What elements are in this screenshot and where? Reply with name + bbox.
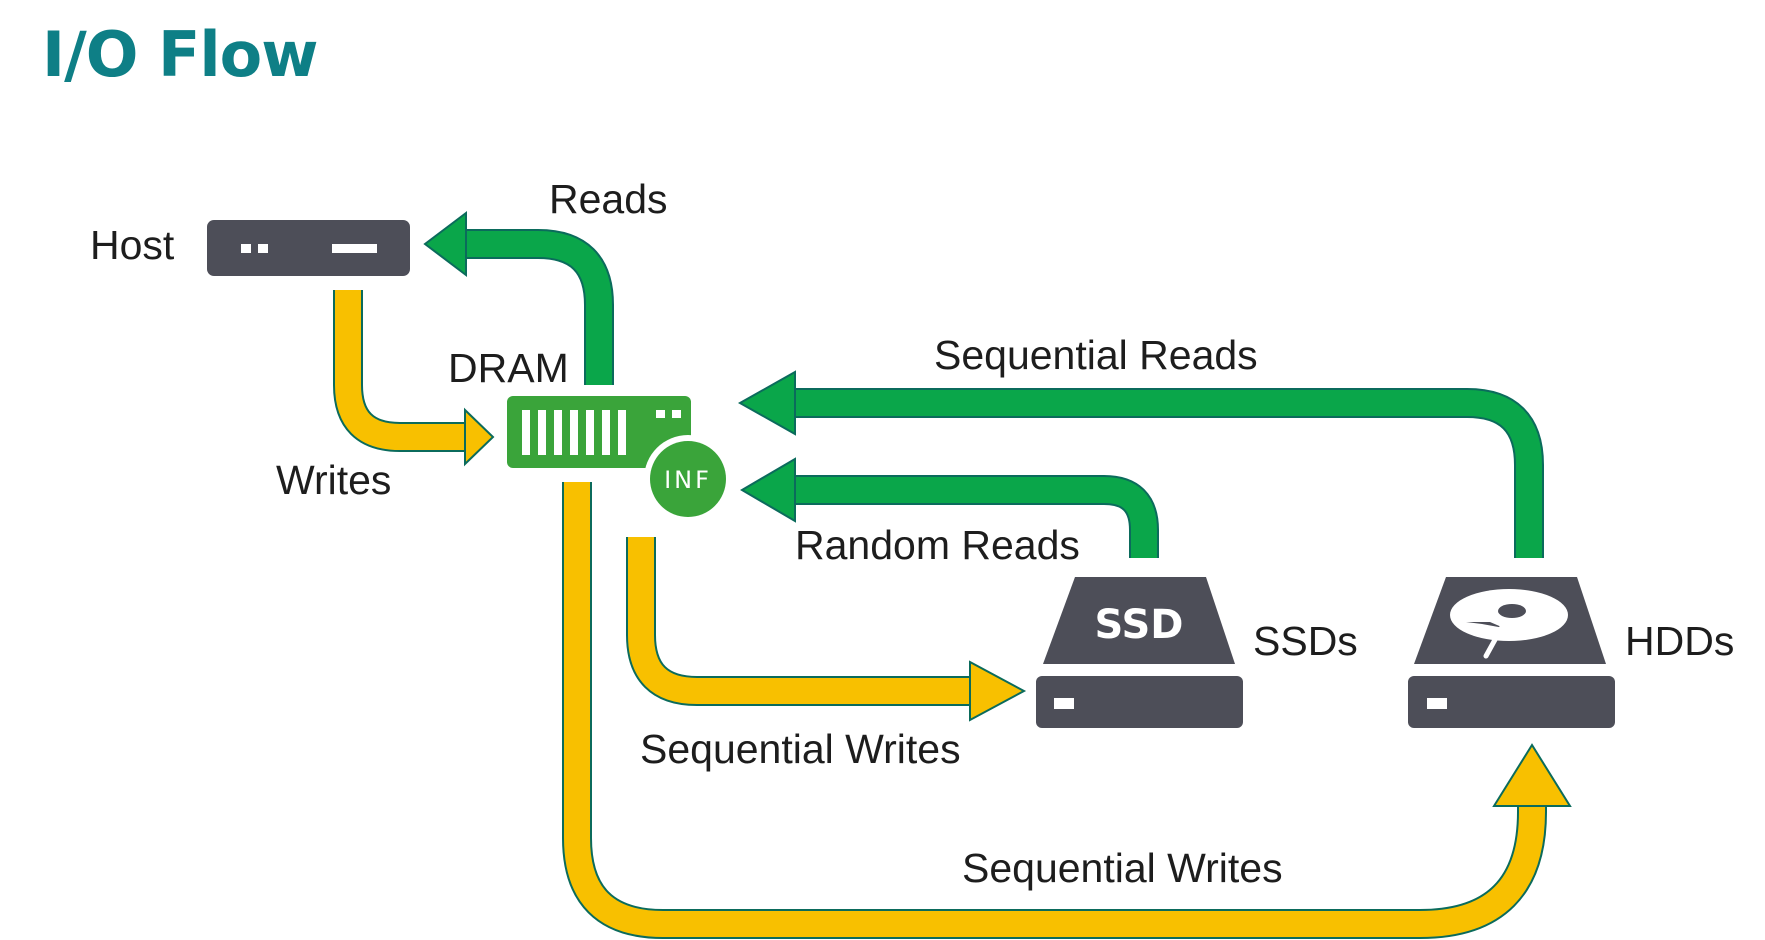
sequential-writes-hdd-arrow	[562, 482, 1572, 939]
hdds-label: HDDs	[1625, 618, 1734, 664]
hdd-drive-icon	[1408, 577, 1615, 728]
ssd-drive-icon: SSD	[1036, 577, 1243, 728]
inf-badge: INF	[644, 435, 732, 523]
random-reads-arrow	[740, 457, 1159, 558]
inf-badge-label: INF	[664, 466, 712, 494]
sequential-writes-ssd-arrow	[626, 537, 1027, 722]
sequential-writes-ssd-label: Sequential Writes	[640, 726, 961, 772]
dram-label: DRAM	[448, 345, 569, 391]
writes-arrow	[333, 290, 495, 467]
page-title: I/O Flow	[42, 18, 318, 91]
reads-label: Reads	[549, 176, 668, 222]
ssds-label: SSDs	[1253, 618, 1358, 664]
reads-arrow	[423, 210, 614, 385]
ssd-badge-label: SSD	[1094, 602, 1183, 648]
dram-module-icon	[507, 396, 691, 468]
random-reads-label: Random Reads	[795, 522, 1080, 568]
sequential-writes-hdd-label: Sequential Writes	[962, 845, 1283, 891]
sequential-reads-arrow	[737, 370, 1544, 558]
host-server-icon	[207, 220, 410, 276]
sequential-reads-label: Sequential Reads	[934, 332, 1258, 378]
host-label: Host	[90, 222, 175, 268]
writes-label: Writes	[276, 457, 391, 503]
